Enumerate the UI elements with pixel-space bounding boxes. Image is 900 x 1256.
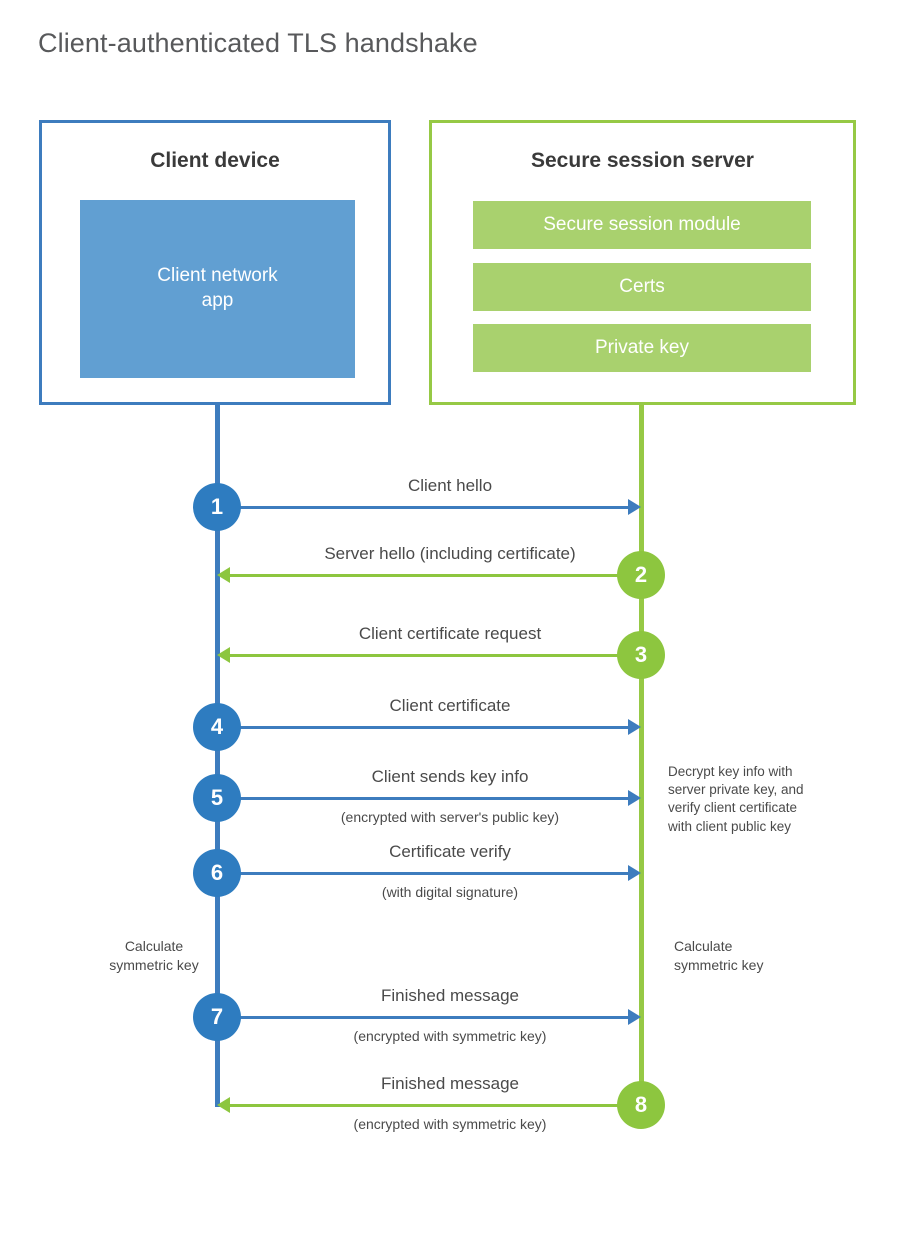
- message-arrow-4: [217, 726, 628, 729]
- actor-box-secure-session-server: Secure session server Secure session mod…: [429, 120, 856, 405]
- component-client-network-app: Client network app: [80, 200, 355, 378]
- step-circle-7[interactable]: 7: [193, 993, 241, 1041]
- client-device-title: Client device: [150, 149, 280, 172]
- step-circle-1[interactable]: 1: [193, 483, 241, 531]
- message-arrow-8: [230, 1104, 641, 1107]
- arrow-head-6: [628, 865, 641, 881]
- step-circle-5[interactable]: 5: [193, 774, 241, 822]
- step-circle-6[interactable]: 6: [193, 849, 241, 897]
- message-label-2: Server hello (including certificate): [324, 544, 576, 563]
- message-sublabel-7: (encrypted with symmetric key): [353, 1028, 547, 1044]
- message-label-4: Client certificate: [389, 696, 511, 715]
- message-arrow-5: [217, 797, 628, 800]
- arrow-head-1: [628, 499, 641, 515]
- step-circle-3[interactable]: 3: [617, 631, 665, 679]
- secure-session-server-title: Secure session server: [531, 149, 754, 172]
- annotation-decrypt-key-info: Decrypt key info with server private key…: [668, 764, 804, 834]
- step-circle-8[interactable]: 8: [617, 1081, 665, 1129]
- message-arrow-6: [217, 872, 628, 875]
- arrow-head-8: [217, 1097, 230, 1113]
- arrow-head-3: [217, 647, 230, 663]
- message-label-1: Client hello: [407, 476, 493, 495]
- arrow-head-4: [628, 719, 641, 735]
- arrow-head-2: [217, 567, 230, 583]
- message-arrow-7: [217, 1016, 628, 1019]
- message-label-5: Client sends key info: [371, 767, 529, 786]
- page-title: Client-authenticated TLS handshake: [38, 28, 478, 58]
- step-circle-4[interactable]: 4: [193, 703, 241, 751]
- lifeline-server: [639, 402, 644, 1107]
- component-secure-session-module: Secure session module: [473, 201, 811, 249]
- message-label-8: Finished message: [381, 1074, 519, 1093]
- component-private-key: Private key: [473, 324, 811, 372]
- lifeline-client: [215, 402, 220, 1107]
- step-circle-2[interactable]: 2: [617, 551, 665, 599]
- message-sublabel-6: (with digital signature): [381, 884, 519, 900]
- message-label-6: Certificate verify: [389, 842, 511, 861]
- message-arrow-2: [230, 574, 641, 577]
- message-label-3: Client certificate request: [358, 624, 542, 643]
- actor-box-client-device: Client device Client network app: [39, 120, 391, 405]
- message-sublabel-5: (encrypted with server's public key): [340, 809, 560, 825]
- annotation-calculate-symmetric-key-client: Calculate symmetric key: [109, 938, 199, 973]
- message-arrow-1: [217, 506, 628, 509]
- message-label-7: Finished message: [381, 986, 519, 1005]
- component-certs: Certs: [473, 263, 811, 311]
- arrow-head-5: [628, 790, 641, 806]
- message-arrow-3: [230, 654, 641, 657]
- annotation-calculate-symmetric-key-server: Calculate symmetric key: [674, 938, 764, 973]
- arrow-head-7: [628, 1009, 641, 1025]
- message-sublabel-8: (encrypted with symmetric key): [353, 1116, 547, 1132]
